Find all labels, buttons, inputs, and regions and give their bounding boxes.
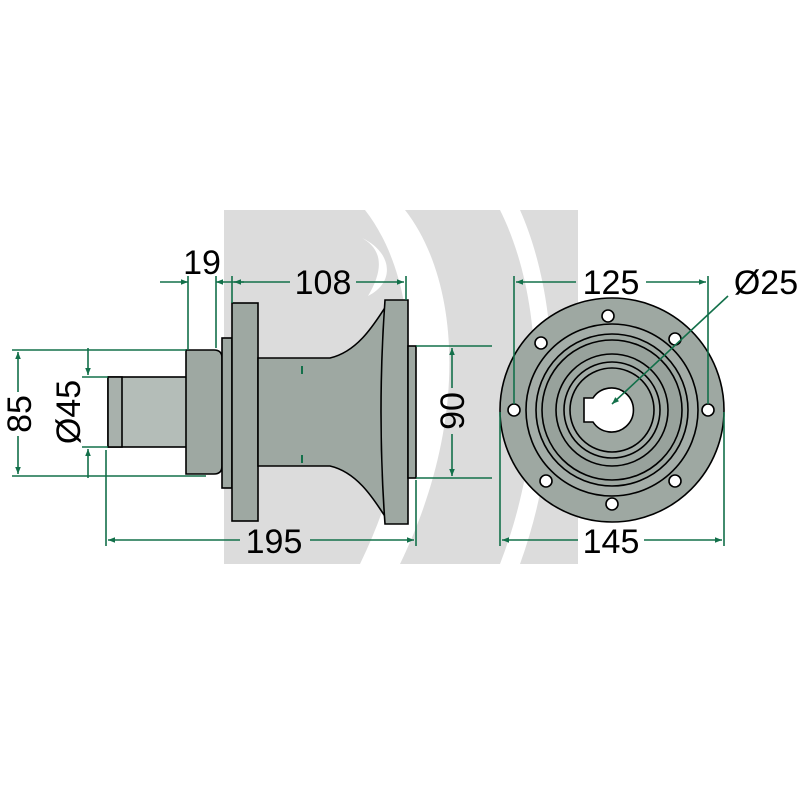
housing-ring [221, 337, 233, 489]
bolt-holes [507, 309, 715, 511]
dim-bore-diameter: Ø25 [734, 264, 798, 302]
dim-body-length: 108 [295, 264, 352, 302]
dim-flange-thickness: 19 [183, 244, 221, 282]
shaft-collar [107, 376, 123, 448]
dim-bolt-circle: 125 [583, 264, 640, 302]
front-view [499, 297, 725, 523]
dim-overall-height: 85 [1, 395, 39, 433]
side-flange [231, 302, 259, 522]
dim-cone-diameter: 90 [434, 392, 472, 430]
dim-shaft-diameter: Ø45 [50, 380, 88, 444]
cone-flange [380, 299, 409, 525]
flange-lip [407, 345, 417, 479]
bore-keyway [583, 387, 635, 433]
dim-flange-diameter: 145 [583, 523, 640, 561]
bearing-housing [185, 349, 223, 475]
dimension-lines [12, 276, 729, 546]
side-view [107, 299, 417, 525]
dim-overall-length: 195 [246, 523, 303, 561]
